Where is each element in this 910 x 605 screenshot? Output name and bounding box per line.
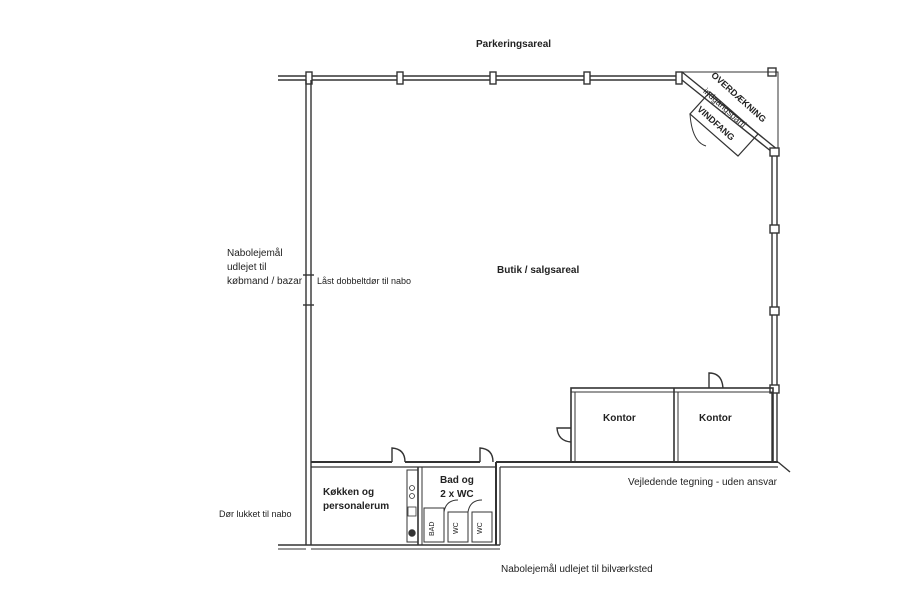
window-post bbox=[305, 71, 313, 85]
window-post bbox=[396, 71, 404, 85]
label-neighbor-left: Nabolejemål udlejet til købmand / bazar bbox=[227, 248, 303, 287]
label-wc-2: WC bbox=[477, 522, 484, 534]
door-swing bbox=[708, 372, 724, 389]
label-shop: Butik / salgsareal bbox=[497, 265, 580, 276]
window-post bbox=[675, 71, 683, 85]
label-bath: Bad og 2 x WC bbox=[440, 475, 474, 500]
label-wc-1: WC bbox=[453, 522, 460, 534]
bath-cabin bbox=[423, 507, 445, 543]
window-post bbox=[769, 224, 780, 234]
label-parking: Parkeringsareal bbox=[476, 39, 552, 50]
office-block bbox=[570, 387, 774, 463]
canopy-edge bbox=[681, 71, 779, 151]
label-neighbor-bottom: Nabolejemål udlejet til bilværksted bbox=[501, 564, 653, 575]
wc-cabin bbox=[447, 511, 469, 543]
window-post bbox=[489, 71, 497, 85]
label-office-2: Kontor bbox=[699, 413, 732, 424]
label-kitchen: Køkken og personalerum bbox=[323, 487, 390, 512]
window-post bbox=[769, 147, 780, 157]
wc-cabin bbox=[471, 511, 493, 543]
door-swing bbox=[391, 447, 406, 463]
windbreak bbox=[689, 91, 759, 157]
window-post bbox=[769, 384, 780, 394]
label-locked-door: Låst dobbeltdør til nabo bbox=[317, 276, 412, 286]
window-post bbox=[769, 306, 780, 316]
door-swing bbox=[556, 427, 572, 443]
kitchen-counter bbox=[406, 469, 419, 543]
door-swing bbox=[479, 447, 494, 463]
label-door-closed: Dør lukket til nabo bbox=[219, 509, 292, 519]
window-post bbox=[583, 71, 591, 85]
label-bad-small: BAD bbox=[429, 521, 436, 536]
label-office-1: Kontor bbox=[603, 413, 636, 424]
label-disclaimer: Vejledende tegning - uden ansvar bbox=[628, 477, 778, 488]
post bbox=[767, 67, 777, 77]
